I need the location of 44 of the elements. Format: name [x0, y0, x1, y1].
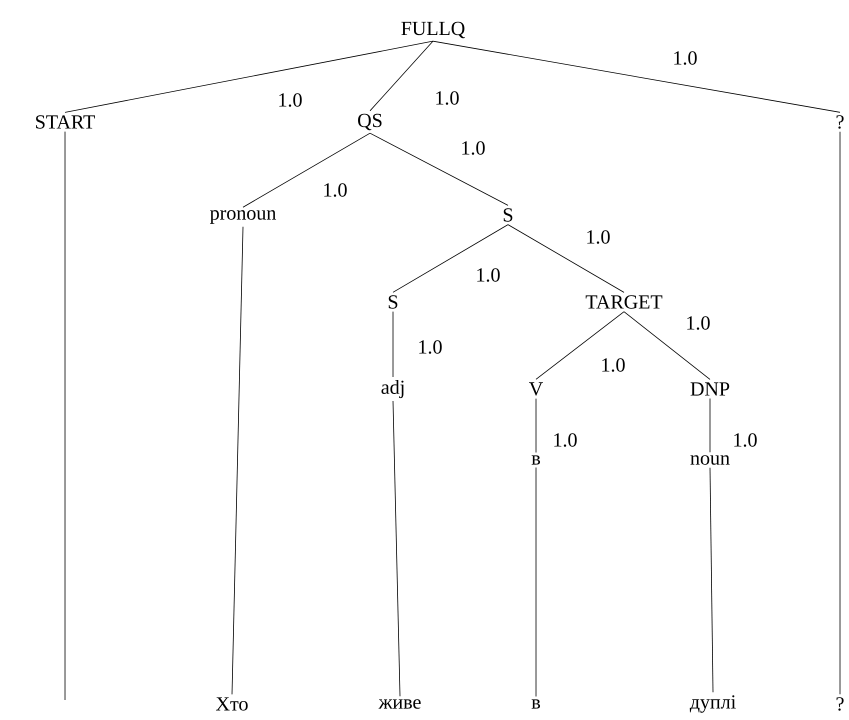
tree-branch	[624, 311, 710, 380]
edge-label: 1.0	[551, 432, 579, 448]
edge-label: 1.0	[731, 432, 759, 448]
tree-branch	[370, 40, 434, 112]
tree-branch	[392, 400, 400, 697]
tree-label: DNP	[690, 382, 730, 396]
tree-branch	[64, 40, 434, 113]
edge-label: 1.0	[599, 356, 627, 374]
tree-label: Хто	[216, 697, 248, 711]
tree-label: S	[504, 208, 512, 222]
tree-label: живе	[378, 699, 421, 709]
tree-branch	[392, 224, 508, 293]
tree-label: ?	[836, 697, 844, 711]
edge-label: 1.0	[276, 92, 304, 108]
tree-branch	[710, 467, 714, 693]
tree-label: FULLQ	[401, 22, 465, 38]
tree-branch	[242, 132, 370, 208]
tree-branch	[370, 132, 508, 206]
tree-branch	[536, 311, 624, 380]
edge-label: 1.0	[584, 228, 612, 246]
edge-label: 1.0	[416, 338, 444, 356]
tree-label: в	[532, 699, 540, 709]
tree-branch	[508, 224, 624, 293]
edge-label: 1.0	[321, 182, 349, 198]
tree-branch	[64, 131, 66, 700]
edge-label: 1.0	[474, 266, 502, 284]
tree-label: ?	[836, 115, 844, 129]
tree-label: V	[529, 382, 543, 396]
tree-branch	[232, 226, 244, 695]
edge-label: 1.0	[684, 314, 712, 332]
tree-label: в	[532, 455, 540, 465]
edge-label: 1.0	[459, 140, 487, 156]
edge-label: 1.0	[671, 50, 699, 66]
tree-label: S	[388, 295, 398, 309]
tree-label: pronoun	[210, 210, 276, 224]
tree-label: дуплі	[690, 695, 736, 713]
tree-label: START	[36, 115, 95, 129]
tree-label: QS	[358, 114, 382, 130]
tree-label: adj	[382, 380, 404, 398]
tree-label: TARGET	[586, 295, 662, 309]
tree-label: noun	[690, 455, 730, 465]
edge-label: 1.0	[433, 90, 461, 106]
tree-branch	[392, 311, 394, 378]
tree-branch	[432, 40, 840, 113]
